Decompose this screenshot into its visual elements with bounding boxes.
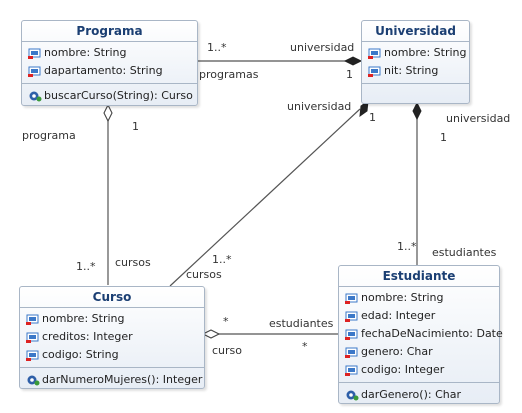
label-multiplicity: 1: [346, 68, 353, 81]
label-role: cursos: [186, 268, 222, 281]
label-multiplicity: 1..*: [212, 253, 232, 266]
operation-text: buscarCurso(String): Curso: [44, 89, 193, 102]
attribute-icon: [26, 350, 39, 361]
attribute-text: dapartamento: String: [44, 64, 163, 77]
attribute-icon: [368, 66, 381, 77]
attribute-icon: [345, 365, 358, 376]
label-multiplicity: 1: [132, 120, 139, 133]
attributes-curso: nombre: String creditos: Integer codigo:…: [20, 308, 204, 368]
class-programa[interactable]: Programa nombre: String dapartamento: St…: [21, 20, 198, 106]
class-title-universidad: Universidad: [362, 21, 469, 42]
attribute-icon: [345, 311, 358, 322]
attribute-row[interactable]: genero: Char: [339, 343, 499, 361]
label-multiplicity: *: [223, 315, 229, 328]
attribute-text: nombre: String: [384, 46, 467, 59]
label-role: cursos: [115, 256, 151, 269]
label-role: programa: [22, 129, 76, 142]
class-curso[interactable]: Curso nombre: String creditos: Integer c…: [19, 286, 205, 389]
operation-gear-icon: [29, 91, 42, 102]
operation-text: darNumeroMujeres(): Integer: [42, 373, 203, 386]
label-role: estudiantes: [432, 246, 497, 259]
operation-row[interactable]: darNumeroMujeres(): Integer: [20, 371, 204, 389]
attribute-icon: [368, 48, 381, 59]
attribute-icon: [345, 293, 358, 304]
attributes-universidad: nombre: String nit: String: [362, 42, 469, 84]
edge-universidad-curso: [169, 108, 361, 287]
attribute-text: creditos: Integer: [42, 330, 133, 343]
operation-text: darGenero(): Char: [361, 388, 461, 401]
attribute-text: nombre: String: [42, 312, 125, 325]
label-role: programas: [199, 68, 259, 81]
attribute-row[interactable]: dapartamento: String: [22, 62, 197, 80]
label-multiplicity: 1: [440, 131, 447, 144]
attribute-row[interactable]: creditos: Integer: [20, 328, 204, 346]
class-universidad[interactable]: Universidad nombre: String nit: String: [361, 20, 470, 104]
attribute-text: codigo: Integer: [361, 363, 445, 376]
label-multiplicity: 1..*: [397, 240, 417, 253]
attribute-row[interactable]: fechaDeNacimiento: Date: [339, 325, 503, 343]
label-role: curso: [212, 344, 243, 357]
attribute-text: nombre: String: [361, 291, 444, 304]
attribute-text: fechaDeNacimiento: Date: [361, 327, 503, 340]
class-title-programa: Programa: [22, 21, 197, 42]
composite-diamond-universidad-curso: [359, 99, 369, 118]
aggregation-diamond-programa-curso: [103, 103, 113, 123]
attribute-row[interactable]: nombre: String: [362, 44, 469, 62]
composite-diamond-universidad-estudiante: [412, 101, 422, 121]
label-multiplicity: 1: [369, 111, 376, 124]
operations-estudiante: darGenero(): Char: [339, 383, 499, 407]
operation-gear-icon: [27, 375, 40, 386]
operation-row[interactable]: darGenero(): Char: [339, 386, 499, 404]
attribute-icon: [26, 314, 39, 325]
operations-universidad: [362, 84, 469, 90]
attribute-row[interactable]: nombre: String: [339, 289, 499, 307]
attribute-row[interactable]: nombre: String: [20, 310, 204, 328]
attribute-icon: [345, 347, 358, 358]
label-role: estudiantes: [269, 317, 334, 330]
attribute-icon: [26, 332, 39, 343]
attributes-estudiante: nombre: String edad: Integer fechaDeNaci…: [339, 287, 503, 383]
class-title-curso: Curso: [20, 287, 204, 308]
attribute-row[interactable]: edad: Integer: [339, 307, 499, 325]
attribute-text: codigo: String: [42, 348, 119, 361]
attribute-icon: [345, 329, 358, 340]
attribute-row[interactable]: codigo: Integer: [339, 361, 499, 379]
label-role: universidad: [290, 41, 355, 54]
label-multiplicity: 1..*: [76, 260, 96, 273]
label-role: universidad: [287, 100, 352, 113]
operation-row[interactable]: buscarCurso(String): Curso: [22, 87, 197, 105]
attribute-text: genero: Char: [361, 345, 433, 358]
attribute-row[interactable]: nombre: String: [22, 44, 197, 62]
operation-gear-icon: [346, 390, 359, 401]
operations-curso: darNumeroMujeres(): Integer: [20, 368, 204, 392]
class-title-estudiante: Estudiante: [339, 266, 499, 287]
label-multiplicity: *: [302, 340, 308, 353]
aggregation-diamond-curso-estudiante: [201, 329, 221, 339]
class-estudiante[interactable]: Estudiante nombre: String edad: Integer …: [338, 265, 503, 407]
label-multiplicity: 1..*: [207, 41, 227, 54]
attribute-row[interactable]: nit: String: [362, 62, 469, 80]
composite-diamond-universidad-programa: [343, 56, 363, 66]
attribute-icon: [28, 66, 41, 77]
attribute-text: edad: Integer: [361, 309, 436, 322]
label-role: universidad: [446, 112, 511, 125]
attribute-icon: [28, 48, 41, 59]
operations-programa: buscarCurso(String): Curso: [22, 84, 197, 108]
attribute-text: nombre: String: [44, 46, 127, 59]
attribute-row[interactable]: codigo: String: [20, 346, 204, 364]
attribute-text: nit: String: [384, 64, 439, 77]
attributes-programa: nombre: String dapartamento: String: [22, 42, 197, 84]
